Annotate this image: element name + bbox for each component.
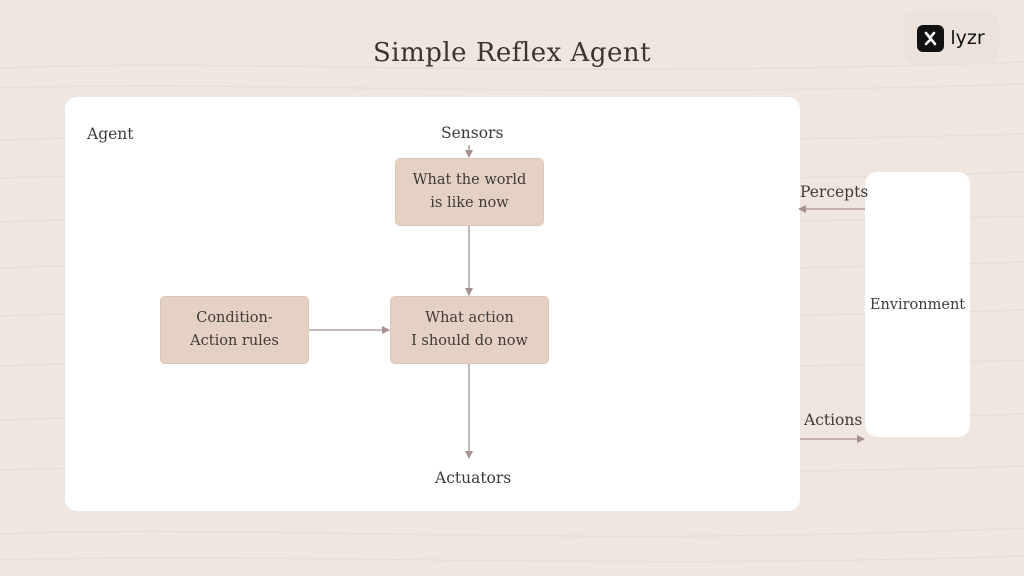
world-state-line-2: is like now (430, 195, 509, 211)
condition-action-rules-box: Condition- Action rules (160, 296, 309, 364)
environment-panel: Environment (865, 172, 970, 437)
environment-label: Environment (869, 296, 966, 313)
world-state-line-1: What the world (412, 172, 527, 188)
lyzr-logo-icon (917, 24, 945, 52)
logo-text: lyzr (950, 27, 985, 49)
action-line-2: I should do now (411, 333, 528, 349)
sensors-label: Sensors (441, 124, 504, 142)
world-state-box: What the world is like now (395, 158, 544, 226)
action-line-1: What action (425, 310, 514, 326)
actuators-label: Actuators (435, 469, 512, 487)
page-title: Simple Reflex Agent (372, 38, 652, 68)
rules-line-1: Condition- (196, 310, 273, 326)
agent-label: Agent (87, 125, 134, 143)
actions-label: Actions (804, 411, 863, 429)
rules-line-2: Action rules (190, 333, 279, 349)
action-box: What action I should do now (390, 296, 549, 364)
percepts-label: Percepts (800, 183, 869, 201)
lyzr-logo: lyzr (903, 12, 999, 64)
